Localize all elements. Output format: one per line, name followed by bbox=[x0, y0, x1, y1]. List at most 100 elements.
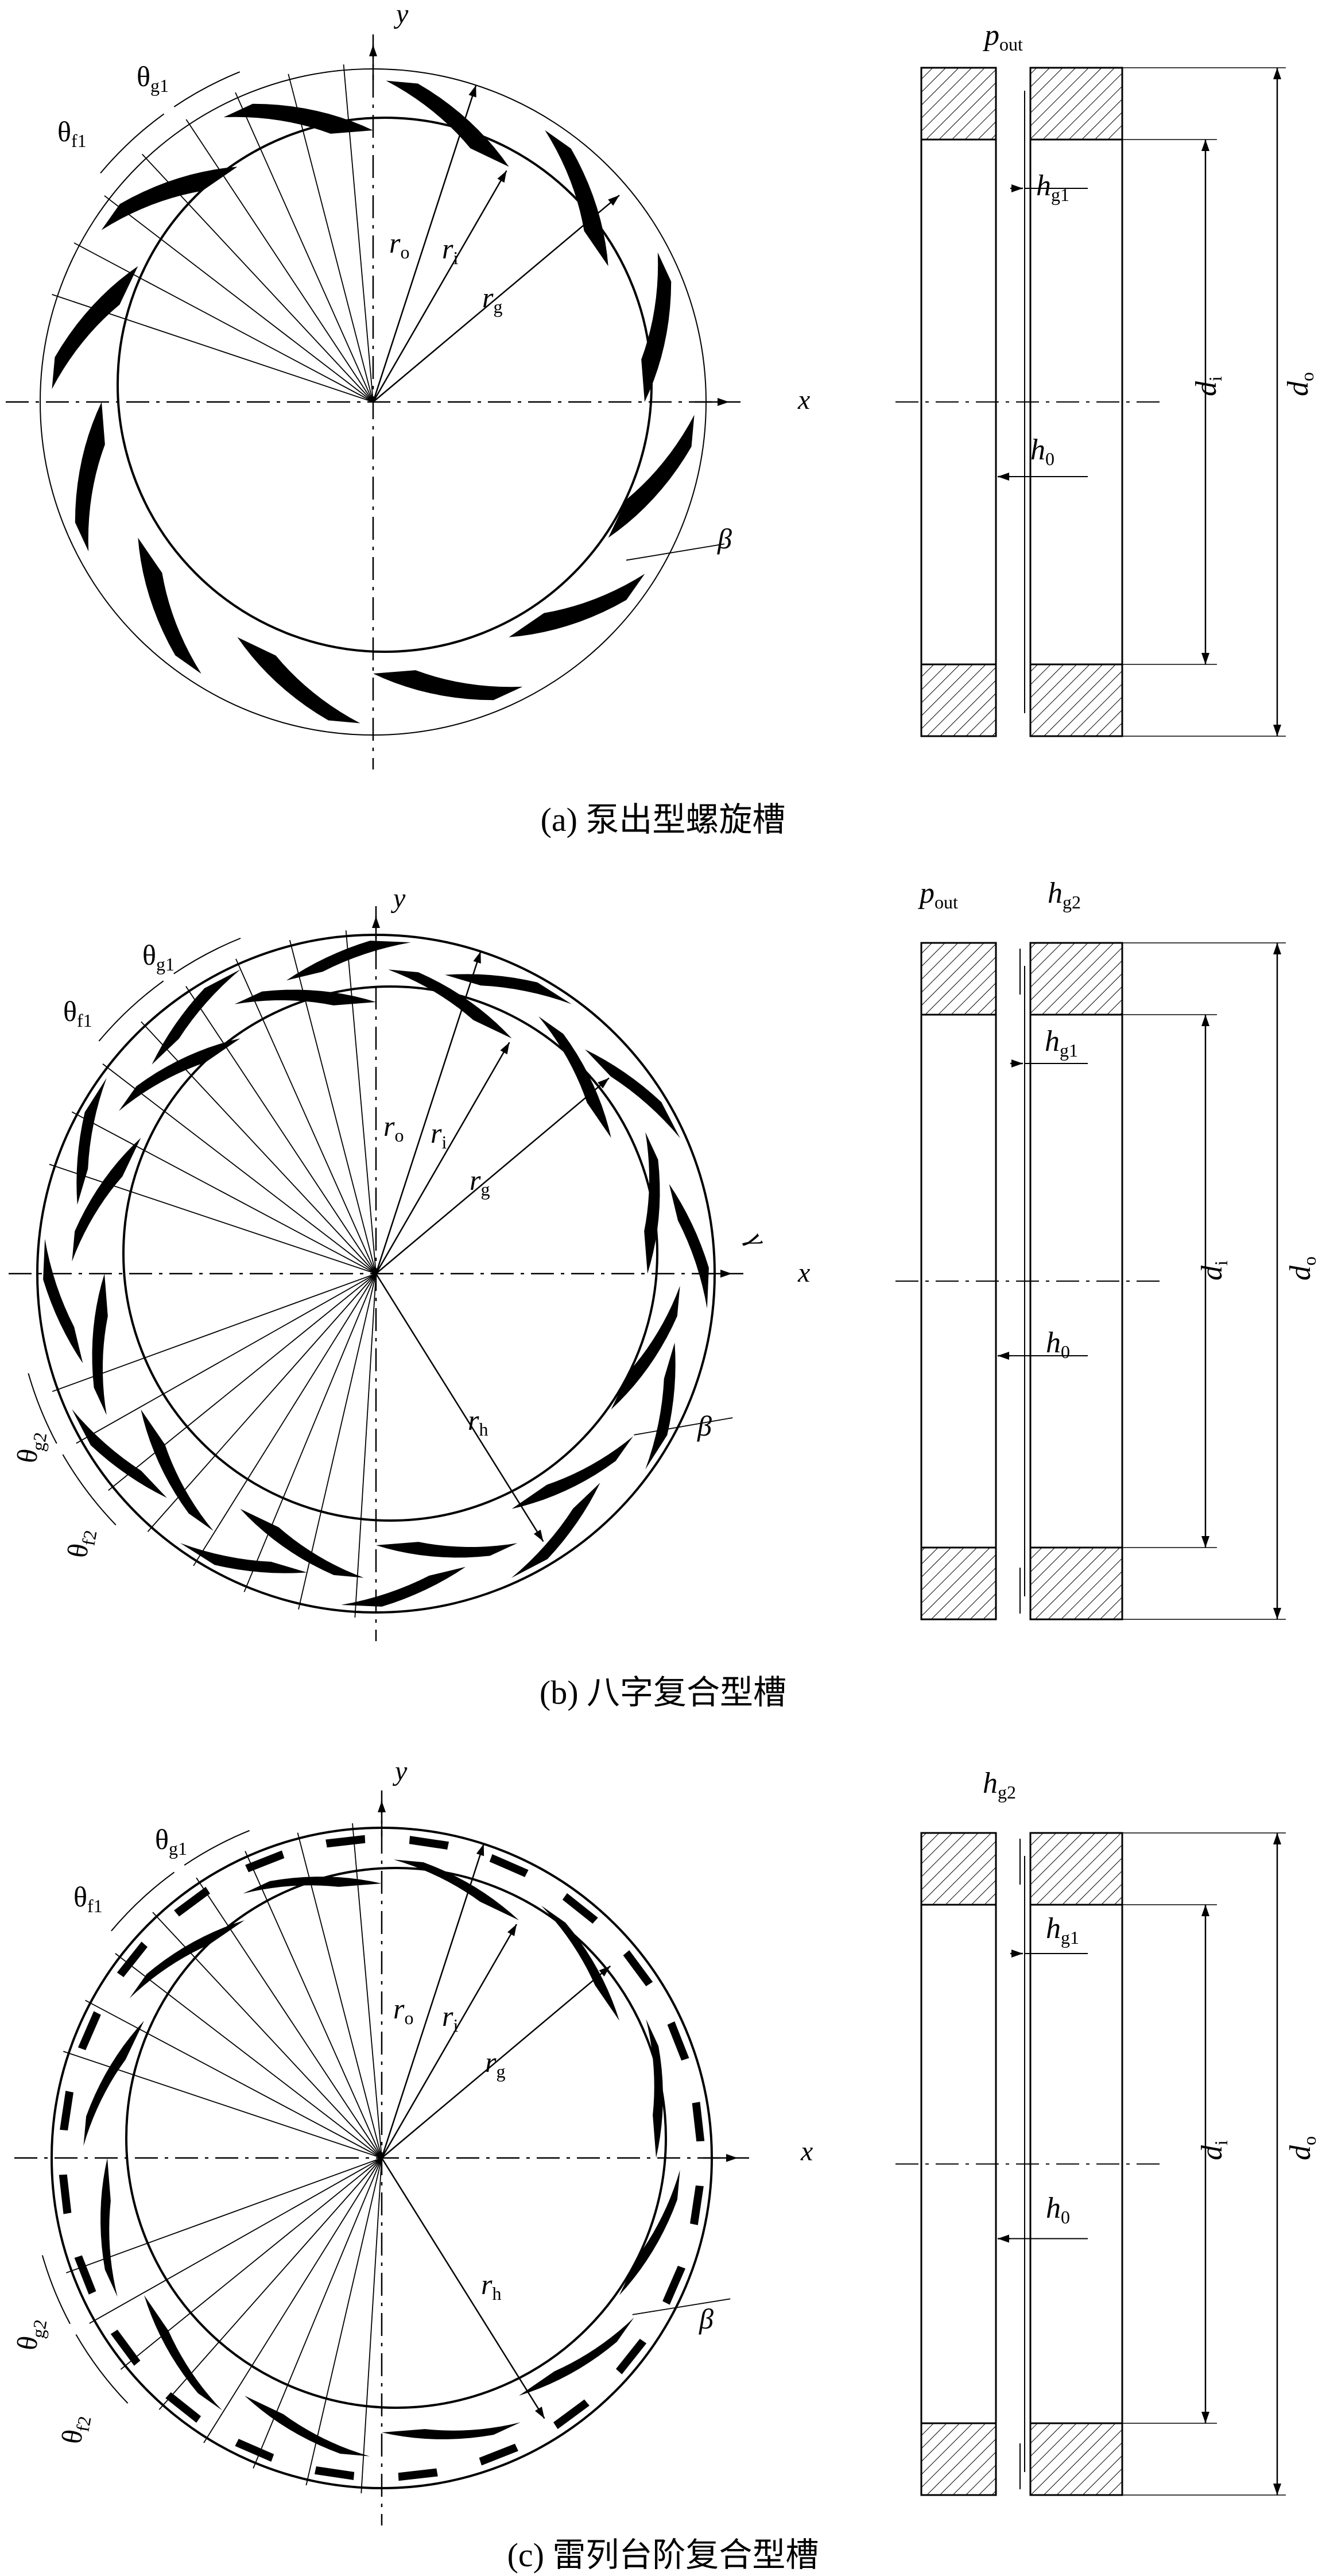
reference-radius bbox=[354, 1273, 377, 1618]
reference-radius bbox=[288, 74, 374, 403]
spiral-groove bbox=[144, 2295, 223, 2411]
rayleigh-step bbox=[667, 2021, 689, 2061]
spiral-groove bbox=[100, 2158, 118, 2297]
spiral-groove bbox=[243, 1877, 382, 1894]
rayleigh-step bbox=[110, 2330, 141, 2366]
spiral-groove bbox=[644, 1132, 660, 1274]
spiral-groove bbox=[608, 415, 695, 538]
reference-radius bbox=[343, 64, 374, 403]
h-g2-label: hg2 bbox=[983, 1767, 1016, 1803]
arrowhead bbox=[598, 1078, 610, 1089]
spiral-groove bbox=[75, 402, 105, 552]
beta-label: β bbox=[717, 523, 732, 555]
rayleigh-step bbox=[235, 2439, 274, 2462]
herringbone-groove bbox=[43, 1239, 83, 1364]
theta-f1-arc bbox=[111, 1871, 175, 1932]
spiral-groove bbox=[538, 1016, 611, 1138]
herringbone-groove bbox=[72, 1409, 167, 1498]
face-view-c bbox=[14, 1790, 749, 2525]
face-view-a bbox=[6, 34, 740, 769]
arrowhead bbox=[1011, 1059, 1023, 1067]
rayleigh-step bbox=[174, 1886, 210, 1917]
beta-label: β bbox=[697, 1410, 712, 1442]
spiral-groove bbox=[519, 2317, 634, 2396]
radius-arrow bbox=[375, 1042, 510, 1274]
arrowhead bbox=[718, 398, 729, 406]
herringbone-groove bbox=[286, 941, 411, 981]
left-hatch-top bbox=[920, 1832, 997, 1906]
arrowhead bbox=[998, 2234, 1009, 2243]
arrowhead bbox=[533, 1529, 544, 1542]
reference-radius bbox=[193, 1273, 377, 1567]
reference-radius bbox=[158, 2157, 382, 2410]
left-hatch-bottom bbox=[920, 663, 997, 737]
theta-g1-arc bbox=[184, 1829, 250, 1866]
reference-radius bbox=[243, 1273, 377, 1592]
herringbone-groove bbox=[511, 1483, 600, 1578]
right-hatch-top bbox=[1029, 67, 1123, 141]
spiral-groove bbox=[237, 637, 360, 724]
figure-c: y x θg1 θf1 θg2 θf2 ro ri rg rh β hg2 hg… bbox=[0, 1746, 1326, 2574]
herringbone-groove bbox=[341, 1567, 466, 1607]
figure-b: y x θg1 θf1 θg2 θf2 ro ri rg rh γ β pout… bbox=[0, 861, 1326, 1723]
theta-g1-label: θg1 bbox=[155, 1823, 187, 1859]
arrowhead bbox=[726, 2154, 738, 2162]
arrowhead bbox=[1011, 1950, 1023, 1958]
r-o-label: ro bbox=[383, 1110, 404, 1146]
rayleigh-step bbox=[77, 2011, 101, 2051]
theta-g1-label: θg1 bbox=[142, 939, 175, 974]
reference-radius bbox=[52, 293, 374, 403]
reference-radius bbox=[297, 1832, 382, 2159]
arrowhead bbox=[476, 1844, 484, 1856]
rayleigh-step bbox=[489, 1854, 529, 1877]
reference-radius bbox=[305, 2157, 382, 2486]
inner-circle bbox=[122, 985, 658, 1522]
right-hatch-bottom bbox=[1029, 2422, 1123, 2496]
arrowhead bbox=[468, 85, 476, 98]
reference-radius bbox=[52, 1273, 377, 1393]
reference-radius bbox=[196, 1877, 382, 2159]
herringbone-groove bbox=[76, 1078, 107, 1205]
figure-caption: (c) 雷列台阶复合型槽 bbox=[507, 2536, 819, 2574]
right-hatch-top bbox=[1029, 942, 1123, 1016]
right-hatch-bottom bbox=[1029, 663, 1123, 737]
arrowhead bbox=[369, 45, 377, 56]
reference-radius bbox=[235, 958, 377, 1274]
rayleigh-step bbox=[398, 2468, 438, 2481]
spiral-groove bbox=[234, 989, 376, 1005]
spiral-groove bbox=[641, 252, 672, 402]
arrowhead bbox=[1273, 1608, 1281, 1619]
gamma-label: γ bbox=[740, 1227, 773, 1252]
theta-g2-arc bbox=[41, 2255, 71, 2324]
arrowhead bbox=[1201, 140, 1209, 151]
spiral-groove bbox=[373, 670, 523, 701]
spiral-groove bbox=[376, 1542, 518, 1558]
beta-line bbox=[634, 1417, 733, 1436]
figure-a: y x θg1 θf1 ro ri rg β pout hg1 h0 di do… bbox=[0, 0, 1326, 850]
d-o-label: do bbox=[1284, 2136, 1320, 2160]
arrowhead bbox=[473, 951, 481, 964]
right-hatch-bottom bbox=[1029, 1546, 1123, 1620]
beta-line bbox=[632, 2298, 731, 2315]
r-o-label: ro bbox=[389, 227, 409, 262]
d-o-label: do bbox=[1284, 1256, 1320, 1281]
inner-circle bbox=[117, 117, 653, 653]
reference-radius bbox=[115, 1953, 382, 2159]
reference-radius bbox=[141, 1021, 377, 1274]
rayleigh-step bbox=[314, 2466, 355, 2480]
rayleigh-step bbox=[623, 1950, 653, 1986]
section-view-a bbox=[895, 67, 1286, 737]
spiral-groove bbox=[619, 2169, 680, 2295]
theta-f1-label: θf1 bbox=[63, 995, 92, 1031]
rayleigh-step bbox=[479, 2443, 518, 2466]
r-i-label: ri bbox=[431, 1117, 447, 1152]
rayleigh-step bbox=[662, 2265, 686, 2305]
rayleigh-step bbox=[74, 2255, 96, 2295]
h-0-label: h0 bbox=[1030, 434, 1054, 469]
reference-radius bbox=[360, 2157, 382, 2493]
radius-arrow bbox=[381, 2157, 545, 2419]
left-hatch-top bbox=[920, 942, 997, 1016]
spiral-groove bbox=[101, 167, 238, 230]
rayleigh-step bbox=[59, 2174, 72, 2214]
h-g2-label: hg2 bbox=[1048, 877, 1081, 912]
